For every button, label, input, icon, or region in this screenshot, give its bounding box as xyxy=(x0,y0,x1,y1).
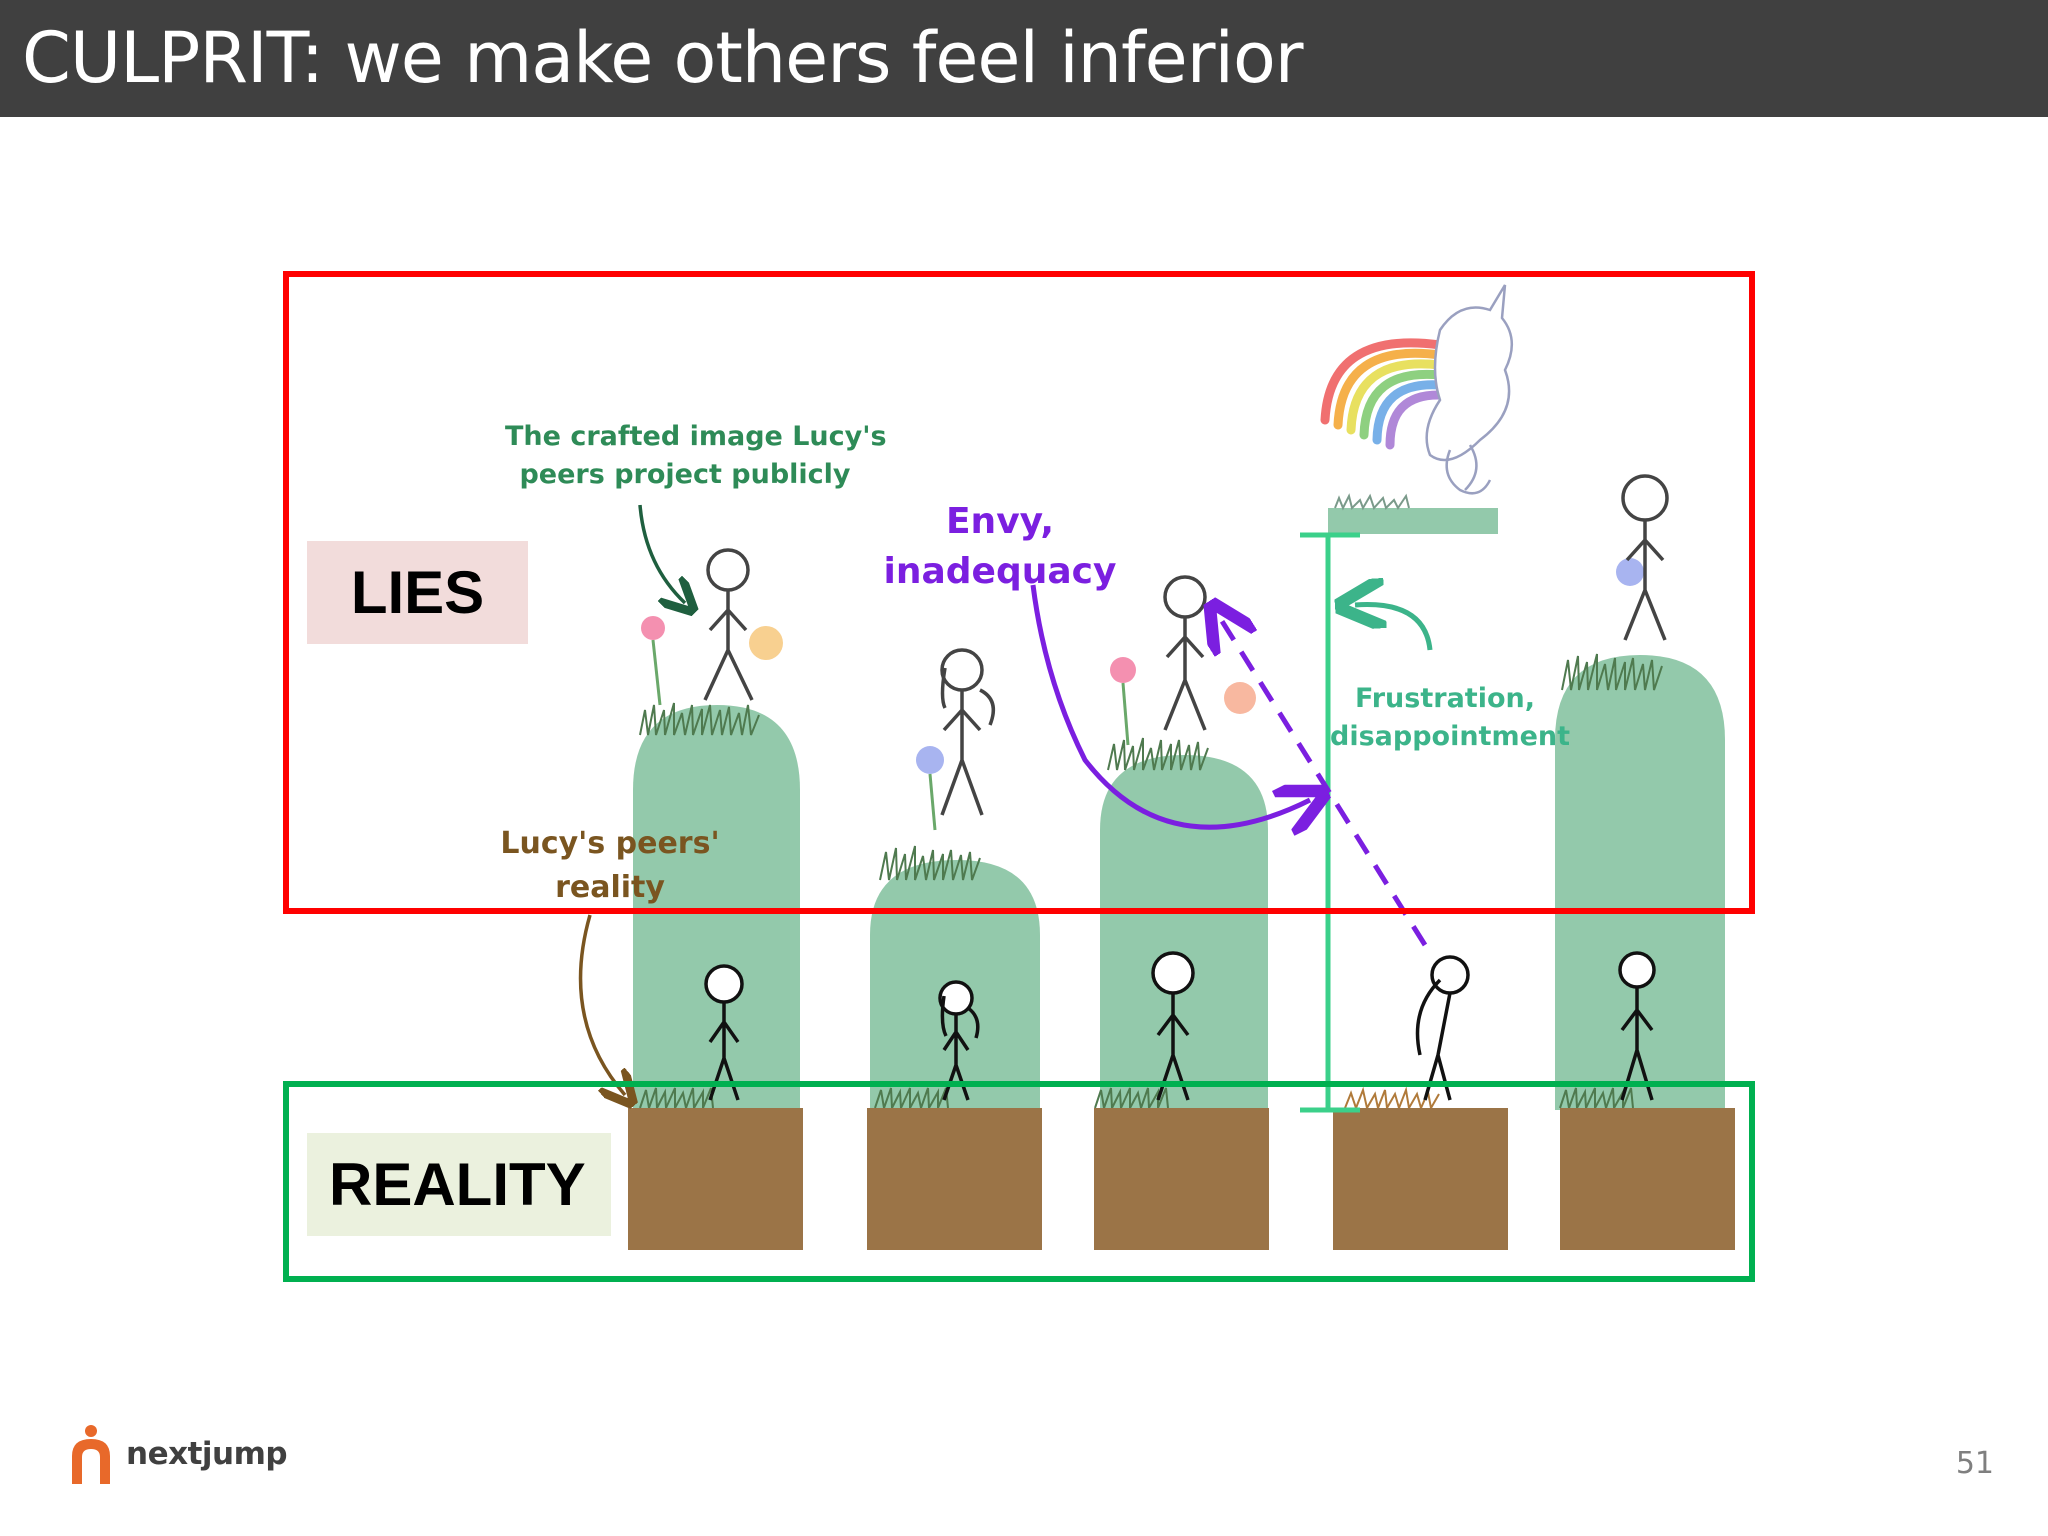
soil-block-4 xyxy=(1333,1108,1508,1250)
nextjump-mark-icon xyxy=(72,1425,110,1484)
pillar-1 xyxy=(633,705,800,1110)
soil-block-5 xyxy=(1560,1108,1735,1250)
soil-block-3 xyxy=(1094,1108,1269,1250)
annotation-line: Frustration, xyxy=(1355,683,1535,714)
annotation-line: reality xyxy=(555,870,665,905)
unicorn-platform xyxy=(1328,508,1498,534)
soil-block-1 xyxy=(628,1108,803,1250)
title-bar: CULPRIT: we make others feel inferior xyxy=(0,0,2048,117)
unicorn xyxy=(1425,284,1513,495)
crafted-image-arrow xyxy=(638,504,685,603)
annotation-line: disappointment xyxy=(1330,721,1571,752)
annotation-line: Envy, xyxy=(945,501,1055,542)
frustration-arrow xyxy=(1355,605,1433,651)
pillar-3 xyxy=(1100,755,1268,1110)
page-number: 51 xyxy=(1955,1446,1994,1481)
annotation-line: Lucy's peers' xyxy=(500,826,720,861)
annotation-line: peers project publicly xyxy=(519,459,851,490)
reality-frame xyxy=(283,1081,1755,1282)
flowers xyxy=(641,558,1644,831)
annotation-line: inadequacy xyxy=(883,551,1117,592)
soil-block-2 xyxy=(867,1108,1042,1250)
pillar-5 xyxy=(1555,655,1725,1110)
stick-figures-bottom xyxy=(704,951,1656,1101)
rainbow xyxy=(1320,338,1445,450)
envy-arrow xyxy=(1030,584,1310,827)
annotation-frustration: Frustration, disappointment xyxy=(1330,680,1571,756)
logo-wordmark: nextjump xyxy=(126,1436,288,1472)
annotation-peers-reality: Lucy's peers' reality xyxy=(490,822,730,910)
nextjump-logo: nextjump xyxy=(68,1424,288,1484)
annotation-crafted-image: The crafted image Lucy's peers project p… xyxy=(505,418,887,494)
annotation-line: The crafted image Lucy's xyxy=(505,421,887,452)
lies-label: LIES xyxy=(307,541,528,644)
reality-label: REALITY xyxy=(307,1133,611,1236)
annotation-envy: Envy, inadequacy xyxy=(880,497,1120,597)
envy-dashed-arrow xyxy=(1220,618,1428,947)
stick-figures-top xyxy=(703,474,1669,816)
lies-frame xyxy=(283,271,1755,914)
dry-grass xyxy=(1344,1086,1440,1112)
slide-title: CULPRIT: we make others feel inferior xyxy=(22,17,1304,99)
peers-reality-arrow xyxy=(578,914,625,1095)
